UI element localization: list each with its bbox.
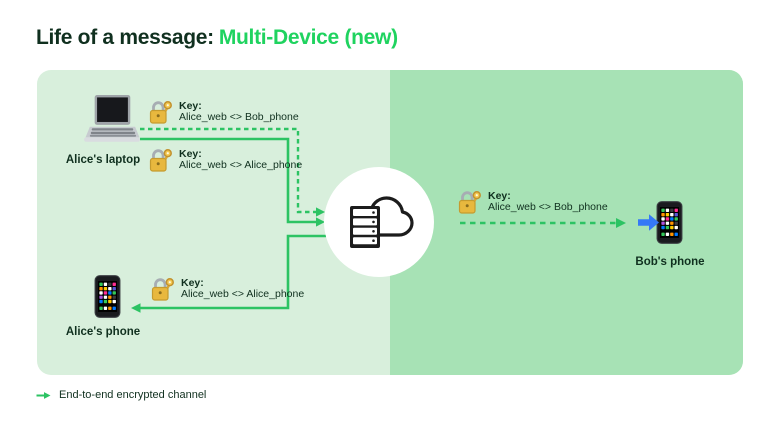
key-title: Key: <box>488 190 511 202</box>
legend-arrow-icon <box>36 391 51 399</box>
channel-server-to-alice-phone <box>139 234 326 310</box>
key-title: Key: <box>181 277 204 289</box>
bob-phone-label: Bob's phone <box>635 256 705 268</box>
smartphone-icon <box>656 201 683 244</box>
lock-with-key-icon <box>151 278 174 301</box>
key-title: Key: <box>179 100 202 112</box>
diagram-panel-right-half <box>390 70 743 375</box>
alice-laptop-label: Alice's laptop <box>65 154 141 166</box>
key-texts: Key: Alice_web <> Alice_phone <box>181 276 304 301</box>
arrowhead-into-bob-phone <box>616 218 626 228</box>
alice-phone-device <box>94 275 121 323</box>
channel-laptop-to-server-dashed <box>140 127 317 214</box>
smartphone-icon <box>94 275 121 318</box>
lock-with-key-icon <box>149 149 172 172</box>
lock-with-key-icon <box>149 101 172 124</box>
key-block-server-alice-phone: Key: Alice_web <> Alice_phone <box>151 276 304 302</box>
encrypted-channel-lines <box>131 127 626 313</box>
server-circle <box>324 167 434 277</box>
page-title-highlight: Multi-Device (new) <box>218 26 398 49</box>
key-title: Key: <box>179 148 202 160</box>
key-texts: Key: Alice_web <> Alice_phone <box>179 147 302 172</box>
arrowhead-into-alice-phone <box>131 303 141 313</box>
key-pair: Alice_web <> Bob_phone <box>179 111 299 123</box>
key-block-server-bob-phone: Key: Alice_web <> Bob_phone <box>458 189 608 215</box>
diagram-panel: Alice's laptop Alice's phone Bob's phone <box>37 70 743 375</box>
key-pair: Alice_web <> Bob_phone <box>488 201 608 213</box>
key-block-laptop-bob: Key: Alice_web <> Bob_phone <box>149 99 299 125</box>
channel-laptop-to-server-solid <box>140 137 317 224</box>
arrowhead-dashed-into-server <box>316 207 325 217</box>
key-pair: Alice_web <> Alice_phone <box>181 288 305 300</box>
bob-phone-device <box>656 201 683 249</box>
page-title-prefix: Life of a message: <box>36 26 214 49</box>
blue-right-arrow-icon <box>638 214 659 231</box>
arrowhead-solid-into-server <box>316 217 325 227</box>
key-texts: Key: Alice_web <> Bob_phone <box>488 189 608 214</box>
page-title: Life of a message:Multi-Device (new) <box>36 26 398 50</box>
alice-laptop-device <box>83 95 141 152</box>
alice-phone-label: Alice's phone <box>65 326 141 338</box>
key-block-laptop-alice-phone: Key: Alice_web <> Alice_phone <box>149 147 302 173</box>
legend: End-to-end encrypted channel <box>36 389 206 401</box>
lock-with-key-icon <box>458 191 481 214</box>
key-pair: Alice_web <> Alice_phone <box>179 159 303 171</box>
server-cloud-icon <box>350 196 414 248</box>
legend-label: End-to-end encrypted channel <box>59 389 207 401</box>
key-texts: Key: Alice_web <> Bob_phone <box>179 99 299 124</box>
laptop-icon <box>84 95 140 142</box>
